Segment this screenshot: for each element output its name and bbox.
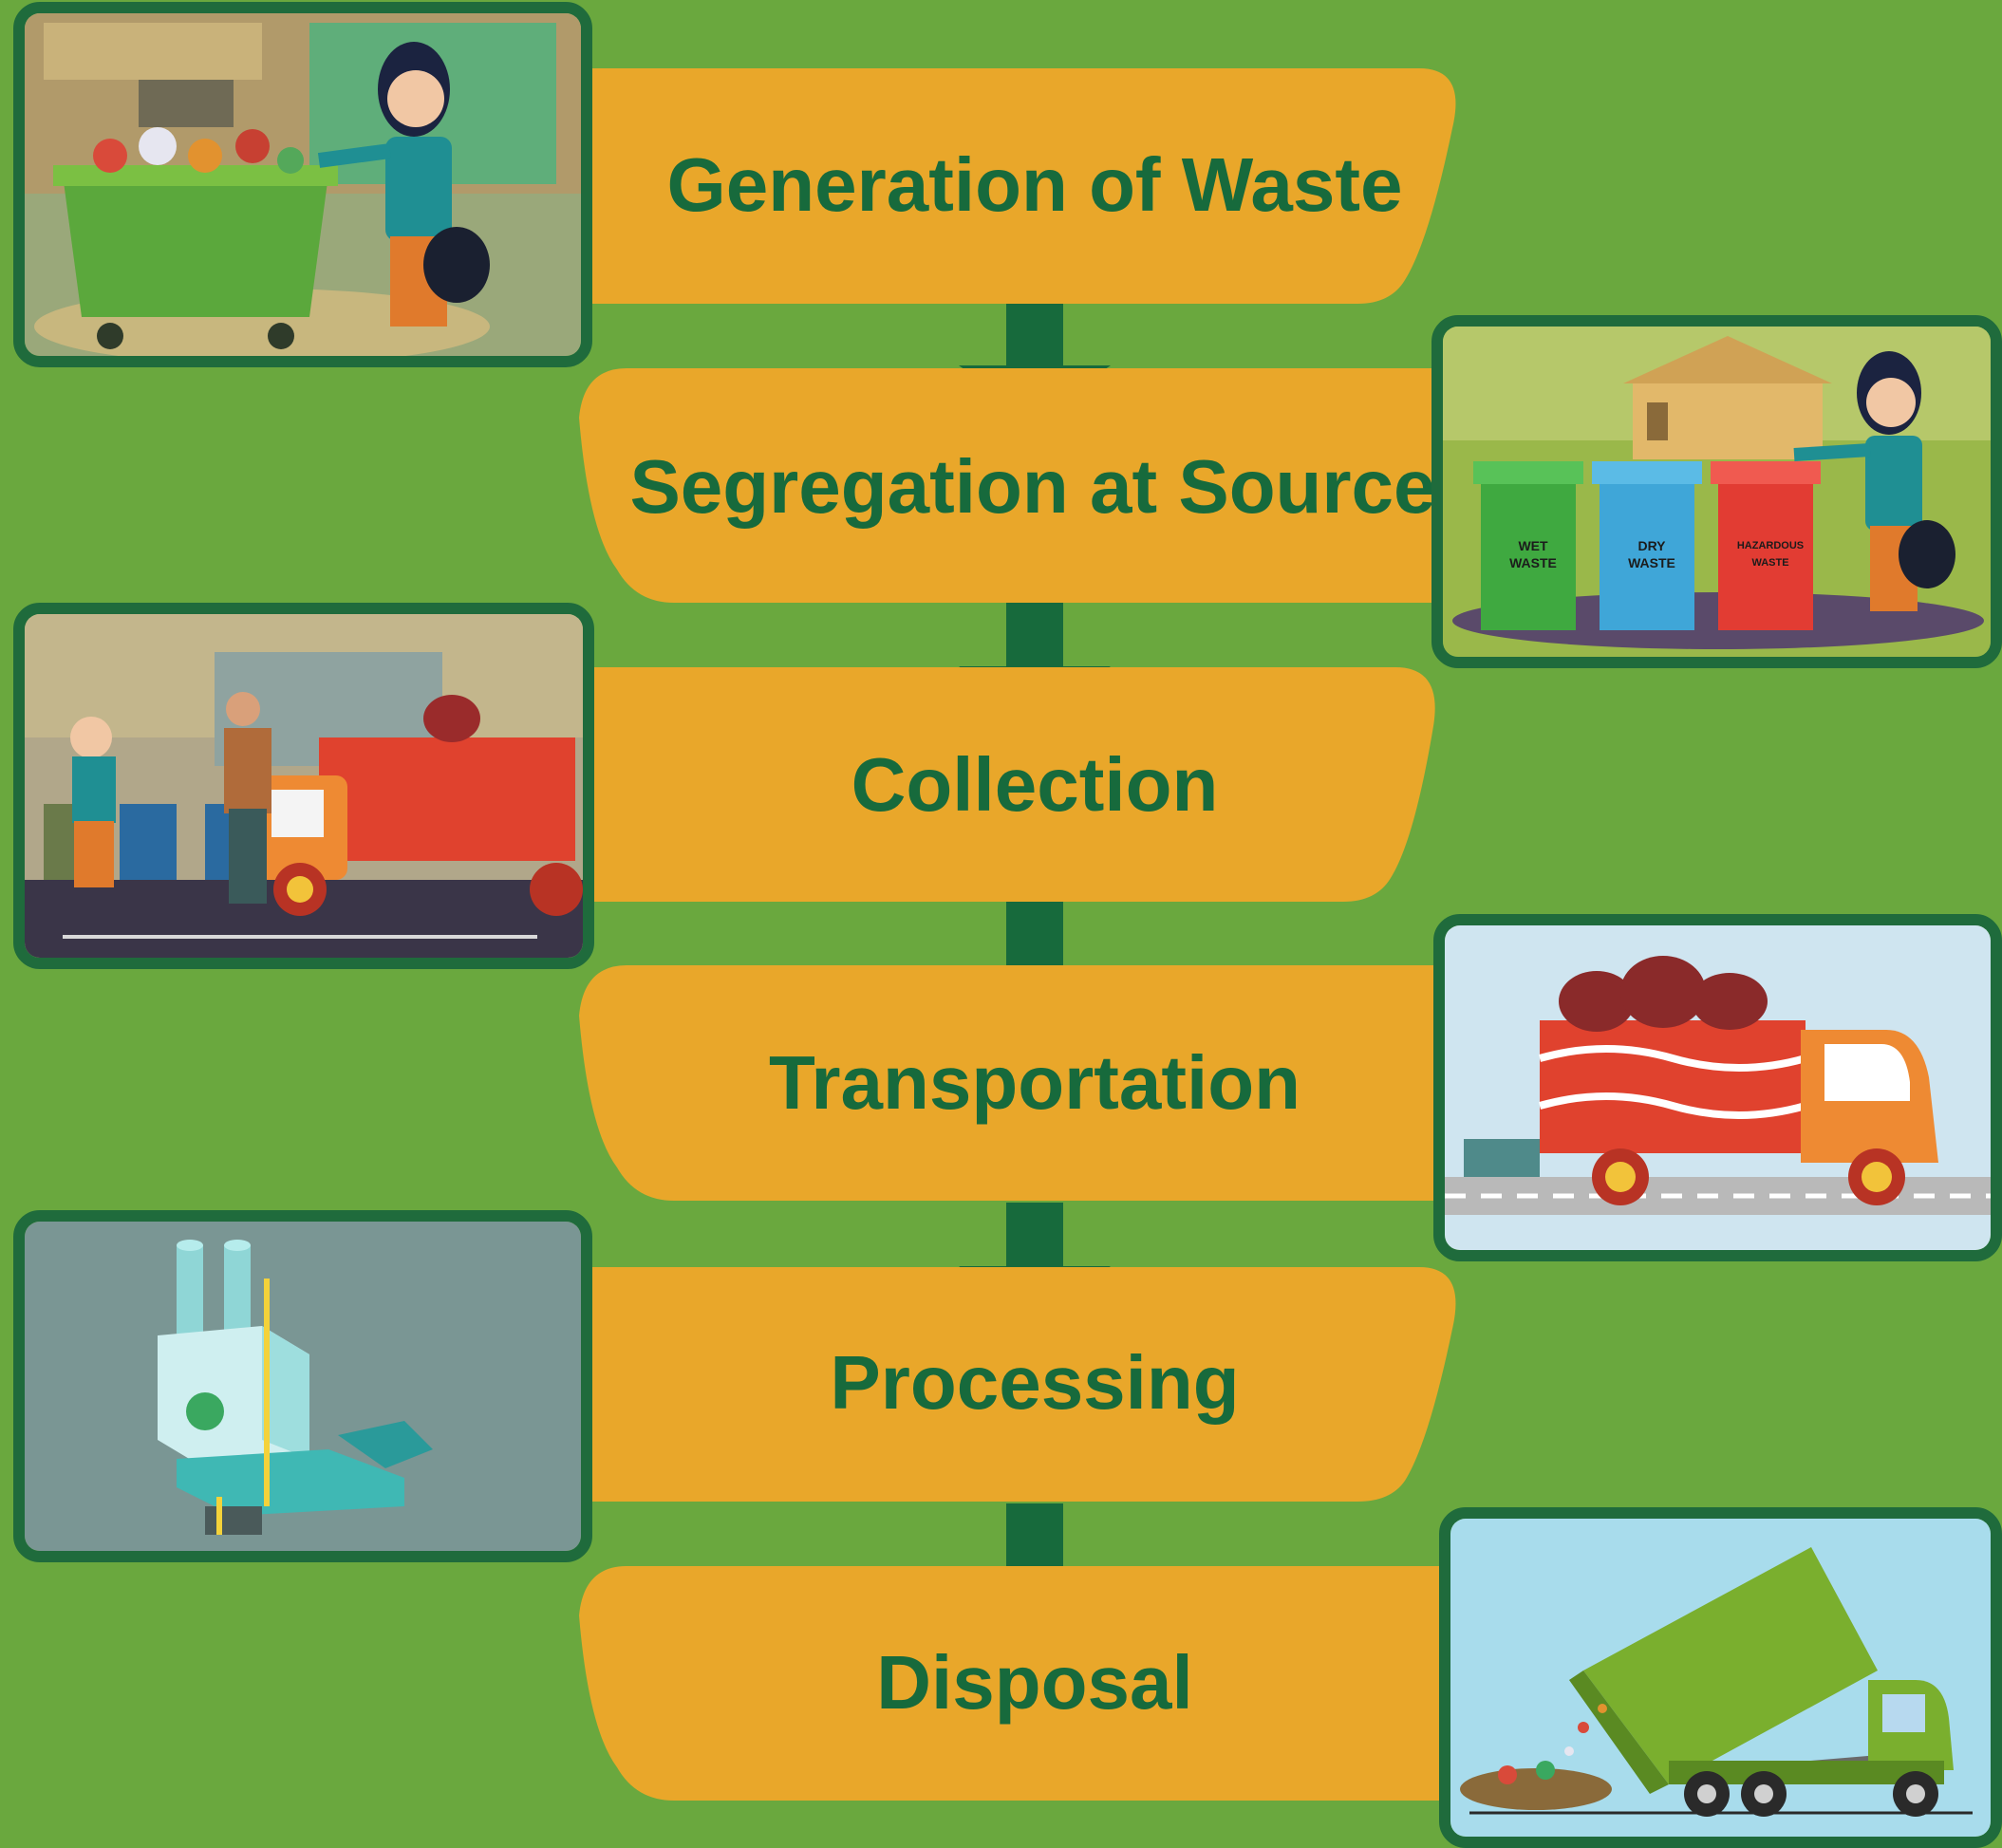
- step-shape-4: [579, 965, 1443, 1201]
- step-shape-6: [579, 1566, 1443, 1801]
- step-label-transportation: Transportation: [768, 1040, 1301, 1125]
- dumper-truck-illustration: [1439, 1507, 2002, 1848]
- step-label-disposal: Disposal: [876, 1640, 1193, 1725]
- step-shape-5: [579, 1267, 1456, 1502]
- transport-truck-illustration: [1433, 914, 2002, 1261]
- household-waste-illustration: [13, 2, 592, 367]
- step-label-collection: Collection: [851, 742, 1219, 827]
- segregation-bins-illustration: [1431, 315, 2002, 668]
- step-label-generation: Generation of Waste: [666, 142, 1403, 227]
- step-label-processing: Processing: [830, 1340, 1240, 1425]
- step-shape-2: [579, 368, 1443, 603]
- collection-truck-illustration: [13, 603, 594, 969]
- step-shape-1: [579, 68, 1456, 304]
- step-shape-3: [579, 667, 1435, 902]
- processing-plant-illustration: [13, 1210, 592, 1562]
- step-label-segregation: Segregation at Source: [629, 444, 1436, 529]
